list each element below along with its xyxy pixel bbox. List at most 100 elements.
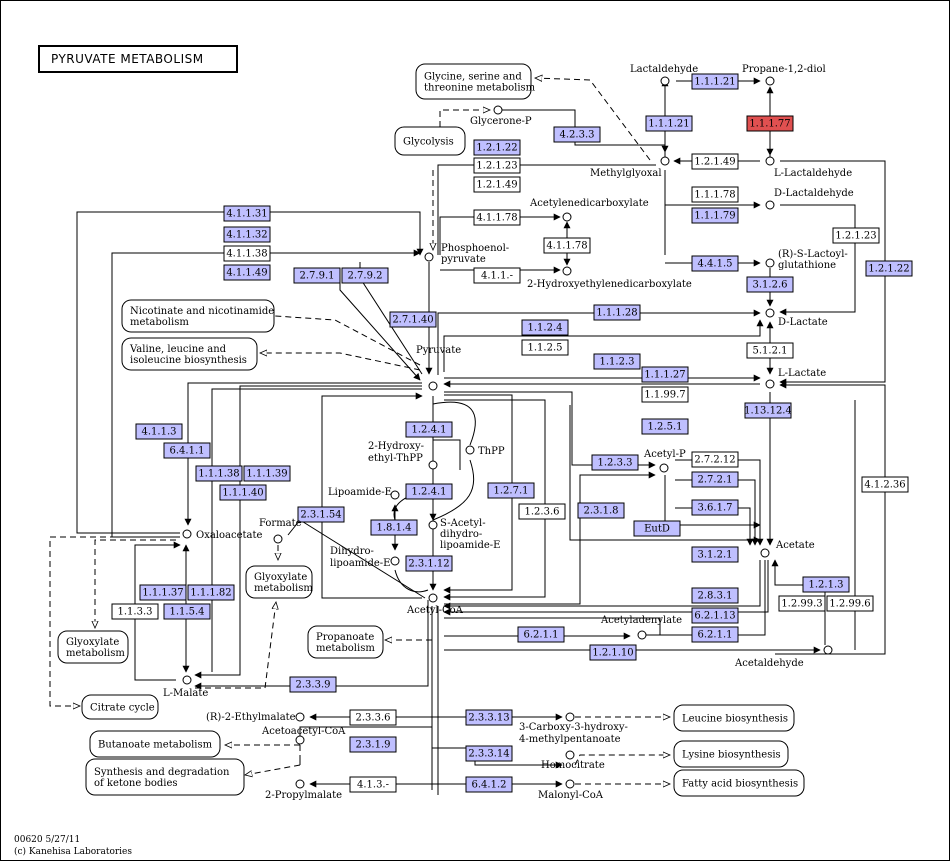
- node-lipoamide-e[interactable]: [390, 490, 400, 500]
- enzyme-box-1-2-1-49[interactable]: 1.2.1.49: [473, 176, 521, 193]
- enzyme-box-bg[interactable]: [744, 402, 792, 419]
- pathway-box[interactable]: [673, 769, 805, 797]
- enzyme-box-4-1-1-38[interactable]: 4.1.1.38: [223, 245, 271, 262]
- enzyme-box-bg[interactable]: [691, 153, 739, 170]
- enzyme-box-bg[interactable]: [861, 476, 909, 493]
- enzyme-box-bg[interactable]: [691, 499, 739, 516]
- enzyme-box-1-1-1-39[interactable]: 1.1.1.39: [243, 465, 291, 482]
- enzyme-box-bg[interactable]: [219, 484, 267, 501]
- node-d-lactaldehyde[interactable]: [765, 200, 775, 210]
- enzyme-box-1-1-99-7[interactable]: 1.1.99.7: [641, 386, 689, 403]
- enzyme-box-1-1-2-3[interactable]: 1.1.2.3: [593, 353, 641, 370]
- node-pyruvate[interactable]: [428, 381, 438, 391]
- enzyme-box-6-2-1-13[interactable]: 6.2.1.13: [691, 607, 739, 624]
- enzyme-box-bg[interactable]: [521, 319, 569, 336]
- pathway-box[interactable]: [394, 126, 466, 156]
- enzyme-box-1-1-2-5[interactable]: 1.1.2.5: [521, 339, 569, 356]
- enzyme-box-2-7-9-1[interactable]: 2.7.9.1: [293, 267, 341, 284]
- enzyme-box-bg[interactable]: [293, 267, 341, 284]
- enzyme-box-bg[interactable]: [473, 139, 521, 156]
- enzyme-box-bg[interactable]: [465, 745, 513, 762]
- enzyme-box-2-7-2-1[interactable]: 2.7.2.1: [691, 471, 739, 488]
- node-hydroxyethylenedicarboxylate[interactable]: [562, 266, 572, 276]
- enzyme-box-bg[interactable]: [746, 276, 794, 293]
- enzyme-box-3-6-1-7[interactable]: 3.6.1.7: [691, 499, 739, 516]
- enzyme-box-bg[interactable]: [349, 709, 397, 726]
- enzyme-box-bg[interactable]: [135, 423, 183, 440]
- node-malonyl-coa[interactable]: [565, 779, 575, 789]
- enzyme-box-bg[interactable]: [826, 595, 874, 612]
- node-acetyl-p[interactable]: [659, 463, 669, 473]
- enzyme-box-2-7-9-2[interactable]: 2.7.9.2: [341, 267, 389, 284]
- enzyme-box-1-2-7-1[interactable]: 1.2.7.1: [487, 482, 535, 499]
- enzyme-box-bg[interactable]: [163, 603, 211, 620]
- enzyme-box-bg[interactable]: [865, 260, 913, 277]
- enzyme-box-bg[interactable]: [553, 126, 601, 143]
- enzyme-box-bg[interactable]: [405, 555, 453, 572]
- node-d-lactate[interactable]: [765, 308, 775, 318]
- node-ethylmalate[interactable]: [295, 712, 305, 722]
- enzyme-box-bg[interactable]: [778, 595, 826, 612]
- enzyme-box-3-1-2-6[interactable]: 3.1.2.6: [746, 276, 794, 293]
- enzyme-box-1-1-1-40[interactable]: 1.1.1.40: [219, 484, 267, 501]
- enzyme-box-1-2-1-23[interactable]: 1.2.1.23: [473, 157, 521, 174]
- enzyme-box-bg[interactable]: [341, 267, 389, 284]
- enzyme-box-6-2-1-1[interactable]: 6.2.1.1: [691, 626, 739, 643]
- node-l-lactate[interactable]: [765, 379, 775, 389]
- enzyme-box-bg[interactable]: [111, 603, 159, 620]
- enzyme-box-1-1-3-3[interactable]: 1.1.3.3: [111, 603, 159, 620]
- enzyme-box-bg[interactable]: [746, 342, 794, 359]
- enzyme-box-bg[interactable]: [139, 584, 187, 601]
- enzyme-box-6-4-1-1[interactable]: 6.4.1.1: [163, 442, 211, 459]
- node-dihydrolipoamide[interactable]: [390, 556, 400, 566]
- enzyme-box-1-1-1-38[interactable]: 1.1.1.38: [195, 465, 243, 482]
- node-acetyladenylate[interactable]: [637, 630, 647, 640]
- pathway-link-fatty[interactable]: Fatty acid biosynthesis: [673, 769, 805, 797]
- enzyme-box-bg[interactable]: [487, 482, 535, 499]
- enzyme-box-bg[interactable]: [691, 255, 739, 272]
- enzyme-box-1-2-1-23[interactable]: 1.2.1.23: [832, 227, 880, 244]
- enzyme-box-2-3-3-9[interactable]: 2.3.3.9: [289, 676, 337, 693]
- enzyme-box-bg[interactable]: [832, 227, 880, 244]
- enzyme-box-1-2-1-49[interactable]: 1.2.1.49: [691, 153, 739, 170]
- enzyme-box-1-8-1-4[interactable]: 1.8.1.4: [370, 519, 418, 536]
- pathway-box[interactable]: [121, 337, 258, 371]
- enzyme-box-bg[interactable]: [589, 644, 637, 661]
- enzyme-box-2-3-1-12[interactable]: 2.3.1.12: [405, 555, 453, 572]
- node-lactaldehyde[interactable]: [660, 76, 670, 86]
- enzyme-box-4-1-1-49[interactable]: 4.1.1.49: [223, 264, 271, 281]
- enzyme-box-bg[interactable]: [163, 442, 211, 459]
- enzyme-box-bg[interactable]: [691, 207, 739, 224]
- enzyme-box-bg[interactable]: [473, 267, 521, 284]
- enzyme-box-bg[interactable]: [405, 483, 453, 500]
- enzyme-box-EutD[interactable]: EutD: [633, 520, 681, 537]
- node-propylmalate[interactable]: [295, 779, 305, 789]
- enzyme-box-1-2-4-1[interactable]: 1.2.4.1: [405, 483, 453, 500]
- enzyme-box-bg[interactable]: [645, 115, 693, 132]
- pathway-link-lysine[interactable]: Lysine biosynthesis: [673, 740, 789, 768]
- enzyme-box-bg[interactable]: [633, 520, 681, 537]
- enzyme-box-1-1-2-4[interactable]: 1.1.2.4: [521, 319, 569, 336]
- enzyme-box-1-2-1-22[interactable]: 1.2.1.22: [473, 139, 521, 156]
- enzyme-box-bg[interactable]: [691, 546, 739, 563]
- enzyme-box-bg[interactable]: [518, 503, 566, 520]
- enzyme-box-2-7-2-12[interactable]: 2.7.2.12: [691, 451, 739, 468]
- enzyme-box-bg[interactable]: [691, 451, 739, 468]
- enzyme-box-bg[interactable]: [691, 626, 739, 643]
- node-thpp[interactable]: [465, 445, 475, 455]
- enzyme-box-bg[interactable]: [691, 186, 739, 203]
- enzyme-box-4-1-1--[interactable]: 4.1.1.-: [473, 267, 521, 284]
- enzyme-box-4-2-3-3[interactable]: 4.2.3.3: [553, 126, 601, 143]
- enzyme-box-1-1-1-79[interactable]: 1.1.1.79: [691, 207, 739, 224]
- enzyme-box-6-2-1-1[interactable]: 6.2.1.1: [517, 626, 565, 643]
- node-lactoylglutathione[interactable]: [765, 258, 775, 268]
- enzyme-box-2-3-3-6[interactable]: 2.3.3.6: [349, 709, 397, 726]
- enzyme-box-bg[interactable]: [465, 776, 513, 793]
- enzyme-box-bg[interactable]: [473, 176, 521, 193]
- enzyme-box-2-3-1-8[interactable]: 2.3.1.8: [577, 502, 625, 519]
- enzyme-box-1-2-3-6[interactable]: 1.2.3.6: [518, 503, 566, 520]
- node-acetaldehyde[interactable]: [823, 645, 833, 655]
